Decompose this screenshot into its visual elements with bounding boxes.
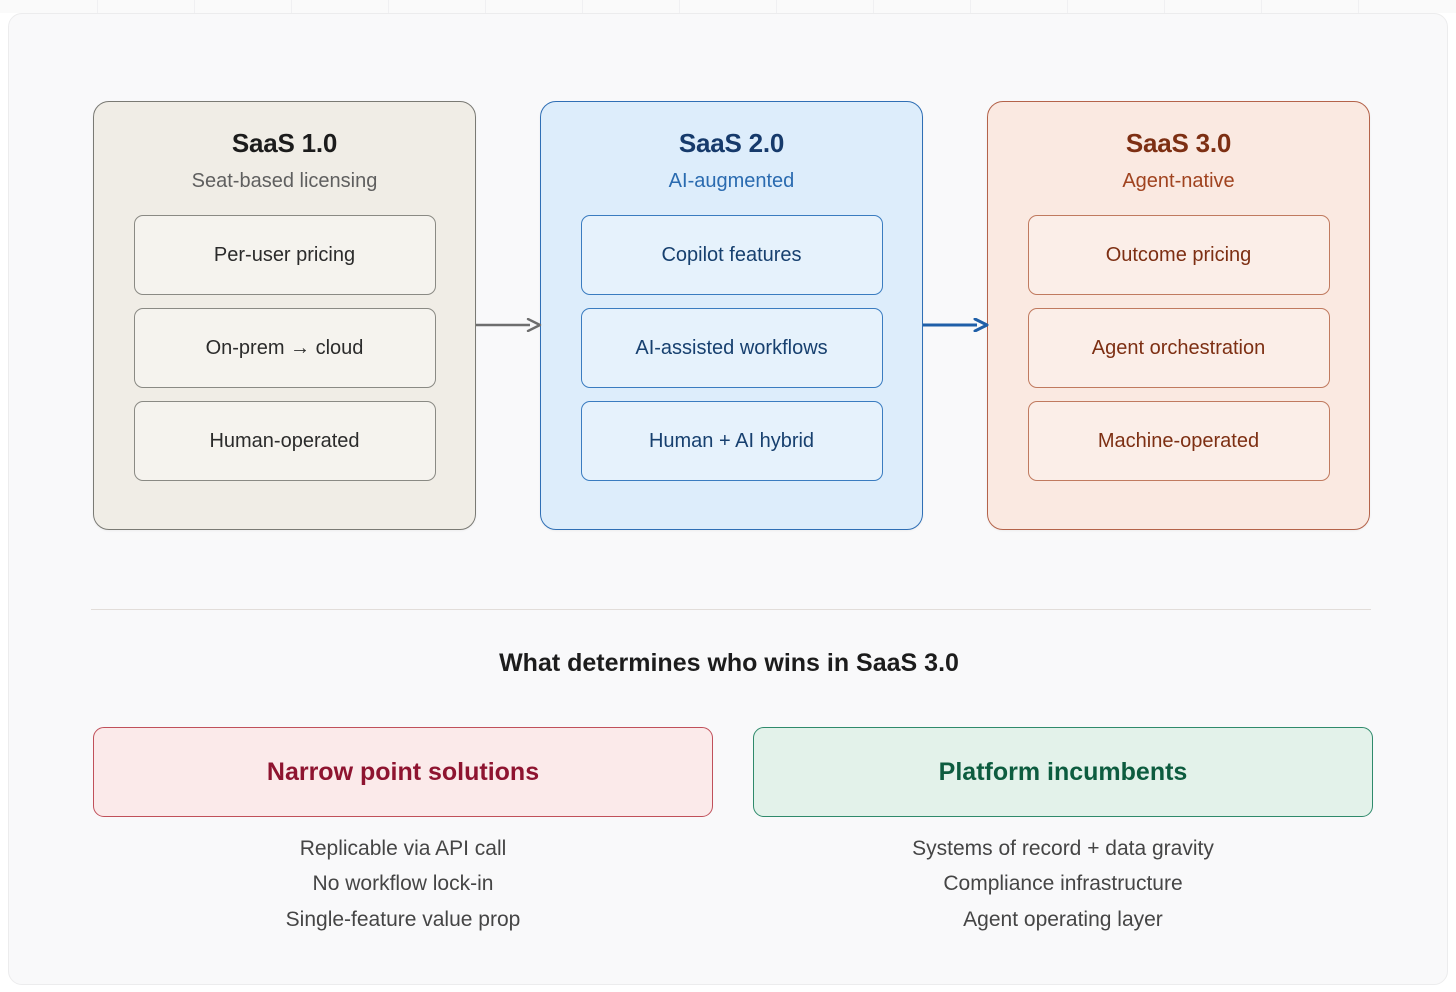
era-feature-list: Outcome pricing Agent orchestration Mach… [988,215,1369,481]
era-subtitle: Seat-based licensing [191,170,378,192]
diagram-canvas: SaaS 1.0 Seat-based licensing Per-user p… [8,13,1448,985]
era-feature-item[interactable]: Machine-operated [1027,401,1330,481]
era-feature-item[interactable]: On-prem → cloud [133,308,436,388]
outcome-trait: Agent operating layer [963,907,1163,931]
outcome-trait: Compliance infrastructure [943,872,1183,896]
era-card-saas-1[interactable]: SaaS 1.0 Seat-based licensing Per-user p… [93,101,476,530]
outcome-trait: Replicable via API call [299,837,507,860]
era-feature-item[interactable]: AI-assisted workflows [580,308,883,388]
outcome-trait-list: Replicable via API call No workflow lock… [93,836,713,933]
outcome-trait: Single-feature value prop [285,907,521,931]
era-card-saas-2[interactable]: SaaS 2.0 AI-augmented Copilot features A… [540,101,923,530]
arrow-right-icon [923,317,989,333]
outcome-trait: Systems of record + data gravity [912,837,1214,860]
era-feature-item[interactable]: Human + AI hybrid [580,401,883,481]
section-heading: What determines who wins in SaaS 3.0 [499,649,959,677]
era-card-saas-3[interactable]: SaaS 3.0 Agent-native Outcome pricing Ag… [987,101,1370,530]
era-feature-list: Per-user pricing On-prem → cloud Human-o… [94,215,475,481]
outcome-trait-list: Systems of record + data gravity Complia… [753,836,1373,933]
era-title: SaaS 1.0 [231,128,338,158]
era-subtitle: Agent-native [1122,170,1235,192]
era-feature-list: Copilot features AI-assisted workflows H… [541,215,922,481]
era-feature-item[interactable]: Human-operated [133,401,436,481]
era-title: SaaS 2.0 [678,128,785,158]
era-subtitle: AI-augmented [668,170,795,192]
era-title: SaaS 3.0 [1125,128,1232,158]
arrow-right-icon [476,317,542,333]
outcome-trait: No workflow lock-in [312,872,494,896]
outcome-label-platform[interactable]: Platform incumbents [753,727,1373,817]
top-grid-strip [0,0,1456,13]
era-feature-item[interactable]: Outcome pricing [1027,215,1330,295]
outcome-label-narrow[interactable]: Narrow point solutions [93,727,713,817]
outcome-column-platform: Platform incumbents Systems of record + … [753,727,1373,933]
outcome-column-narrow: Narrow point solutions Replicable via AP… [93,727,713,933]
era-feature-item[interactable]: Agent orchestration [1027,308,1330,388]
era-feature-item[interactable]: Copilot features [580,215,883,295]
era-feature-item[interactable]: Per-user pricing [133,215,436,295]
saas-evolution-row: SaaS 1.0 Seat-based licensing Per-user p… [9,14,1447,534]
section-divider [91,609,1371,610]
